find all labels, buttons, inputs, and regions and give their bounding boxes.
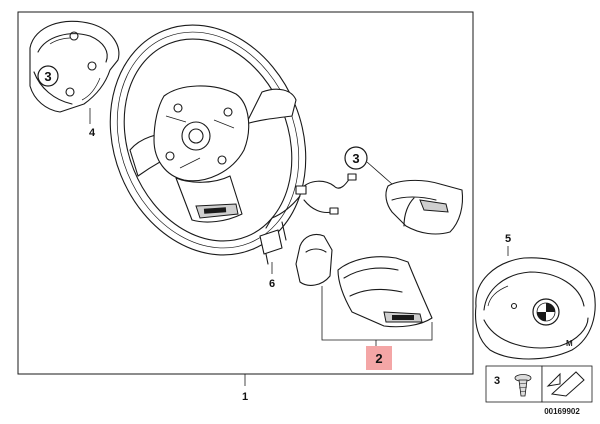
part-number-3b: 3 — [352, 151, 359, 166]
screw-icon — [514, 374, 532, 397]
part-number-1: 1 — [242, 391, 248, 403]
leader-3b — [366, 161, 393, 185]
m-logo-text: M — [566, 339, 573, 348]
part-number-3a: 3 — [44, 69, 51, 84]
ref-circle-3a — [37, 65, 59, 87]
ref-circle-3b — [344, 146, 368, 170]
upper-trim-cover-drawing[interactable] — [385, 179, 464, 235]
steering-wheel-drawing[interactable] — [77, 0, 340, 285]
part-number-4: 4 — [89, 127, 96, 139]
screw-legend — [485, 365, 593, 403]
wiring-harness-drawing[interactable] — [259, 173, 357, 265]
rear-cover-drawing[interactable] — [29, 20, 120, 113]
part-number-6: 6 — [269, 278, 275, 290]
airbag-module-drawing[interactable]: M — [474, 257, 596, 360]
part-number-3c: 3 — [494, 375, 500, 387]
lower-trim-cover-drawing[interactable] — [295, 233, 433, 328]
arrow-icon — [546, 371, 585, 397]
part-number-5: 5 — [505, 233, 511, 245]
part-number-2[interactable]: 2 — [375, 351, 382, 366]
assembly-frame — [17, 11, 474, 375]
leader-2-bracket — [321, 286, 433, 341]
drawing-number: 00169902 — [544, 407, 580, 416]
highlight-box-2 — [366, 346, 392, 370]
